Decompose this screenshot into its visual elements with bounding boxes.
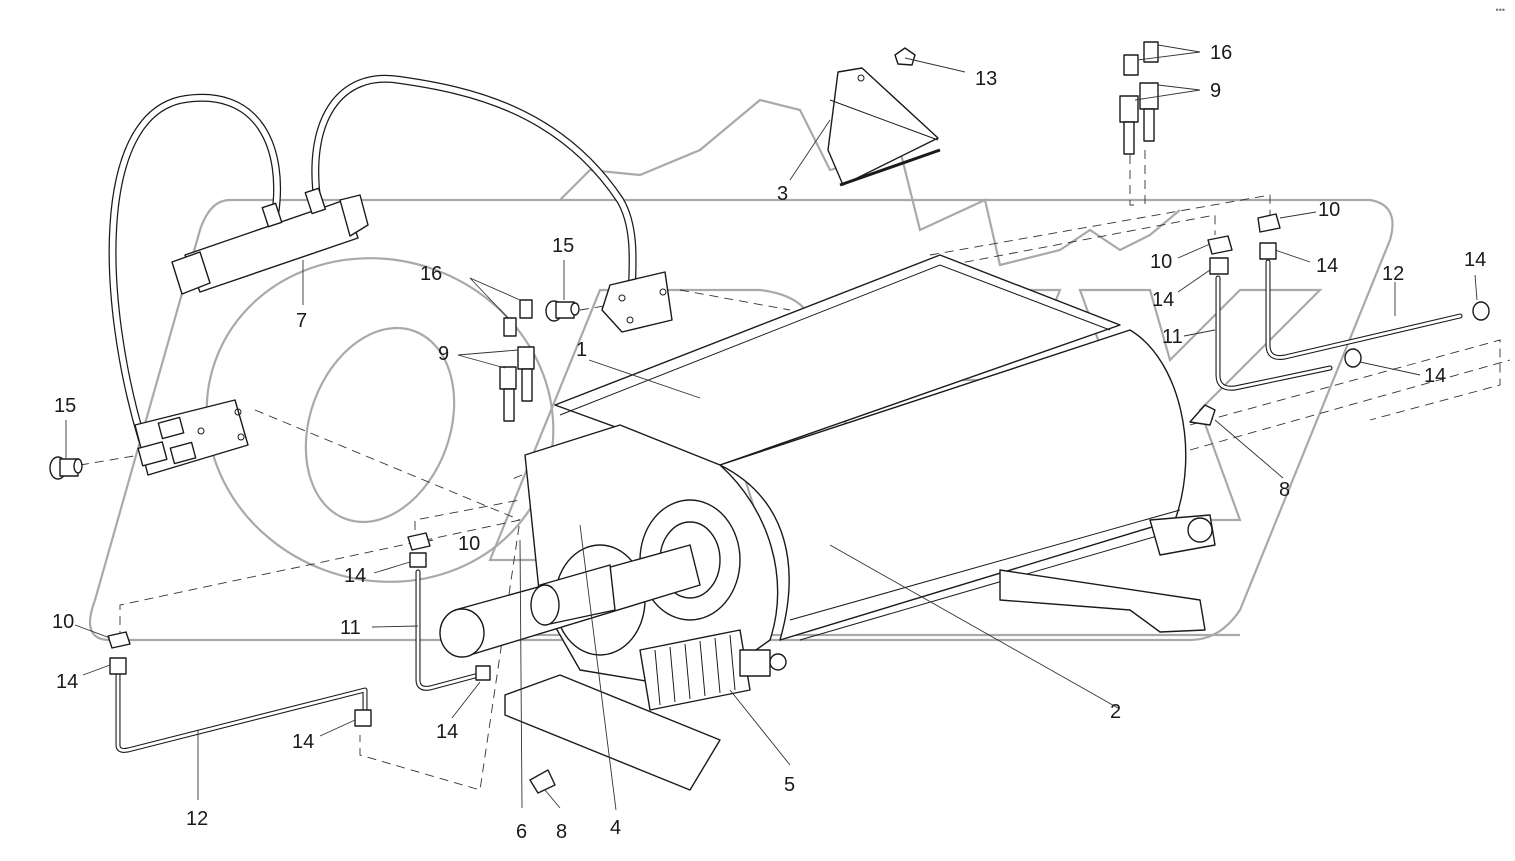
callout-14-f: 14 bbox=[1316, 255, 1338, 277]
assembly-guide-lines bbox=[79, 150, 1511, 791]
callout-11-right: 11 bbox=[1162, 326, 1183, 348]
callout-9-center: 9 bbox=[438, 343, 449, 365]
watermark-frame bbox=[88, 198, 1394, 642]
callout-14-c: 14 bbox=[344, 565, 366, 587]
viewer-toolbar: ••• bbox=[1496, 6, 1505, 15]
callout-14-a: 14 bbox=[56, 671, 78, 693]
callout-15-top: 15 bbox=[552, 235, 574, 257]
part-hydraulic-valve-block bbox=[108, 74, 637, 476]
callout-10-left: 10 bbox=[52, 611, 74, 633]
part-cover-plate bbox=[827, 47, 941, 187]
watermark-letter-o-inner bbox=[304, 326, 456, 524]
callout-10-center: 10 bbox=[458, 533, 480, 555]
callout-10-right-b: 10 bbox=[1318, 199, 1340, 221]
callout-14-g: 14 bbox=[1464, 249, 1486, 271]
part-spring-tensioner bbox=[639, 629, 787, 711]
callout-16-center: 16 bbox=[420, 263, 442, 285]
callout-13: 13 bbox=[975, 68, 997, 90]
callout-12-right: 12 bbox=[1382, 263, 1404, 285]
part-fittings-top-right bbox=[1119, 41, 1159, 155]
callout-14-b: 14 bbox=[292, 731, 314, 753]
part-pipes-left bbox=[107, 532, 556, 794]
callout-8-bottom: 8 bbox=[556, 821, 567, 843]
watermark-gear-outline bbox=[559, 98, 1181, 267]
callout-14-d: 14 bbox=[436, 721, 458, 743]
callout-16-top: 16 bbox=[1210, 42, 1232, 64]
callout-2: 2 bbox=[1110, 701, 1121, 723]
part-plug-top bbox=[545, 300, 580, 322]
part-plug-left bbox=[49, 456, 83, 480]
part-hose-bracket bbox=[601, 271, 673, 333]
callout-labels: 1 2 3 4 5 6 7 8 8 9 9 10 10 10 10 11 11 … bbox=[52, 42, 1486, 843]
callout-3: 3 bbox=[777, 183, 788, 205]
callout-11-left: 11 bbox=[340, 617, 361, 639]
part-fittings-center bbox=[499, 299, 535, 422]
callout-5: 5 bbox=[784, 774, 795, 796]
callout-1: 1 bbox=[576, 339, 587, 361]
callout-4: 4 bbox=[610, 817, 621, 839]
callout-14-e: 14 bbox=[1152, 289, 1174, 311]
callout-6: 6 bbox=[516, 821, 527, 843]
part-drum-assembly bbox=[439, 254, 1216, 791]
callout-10-right-a: 10 bbox=[1150, 251, 1172, 273]
callout-9-top: 9 bbox=[1210, 80, 1221, 102]
leader-lines bbox=[65, 44, 1478, 811]
part-pipes-right bbox=[1189, 213, 1490, 426]
callout-14-h: 14 bbox=[1424, 365, 1446, 387]
more-dots-icon[interactable]: ••• bbox=[1495, 5, 1505, 15]
callout-8-right: 8 bbox=[1279, 479, 1290, 501]
callout-7: 7 bbox=[296, 310, 307, 332]
callout-15-left: 15 bbox=[54, 395, 76, 417]
callout-12-left: 12 bbox=[186, 808, 208, 830]
